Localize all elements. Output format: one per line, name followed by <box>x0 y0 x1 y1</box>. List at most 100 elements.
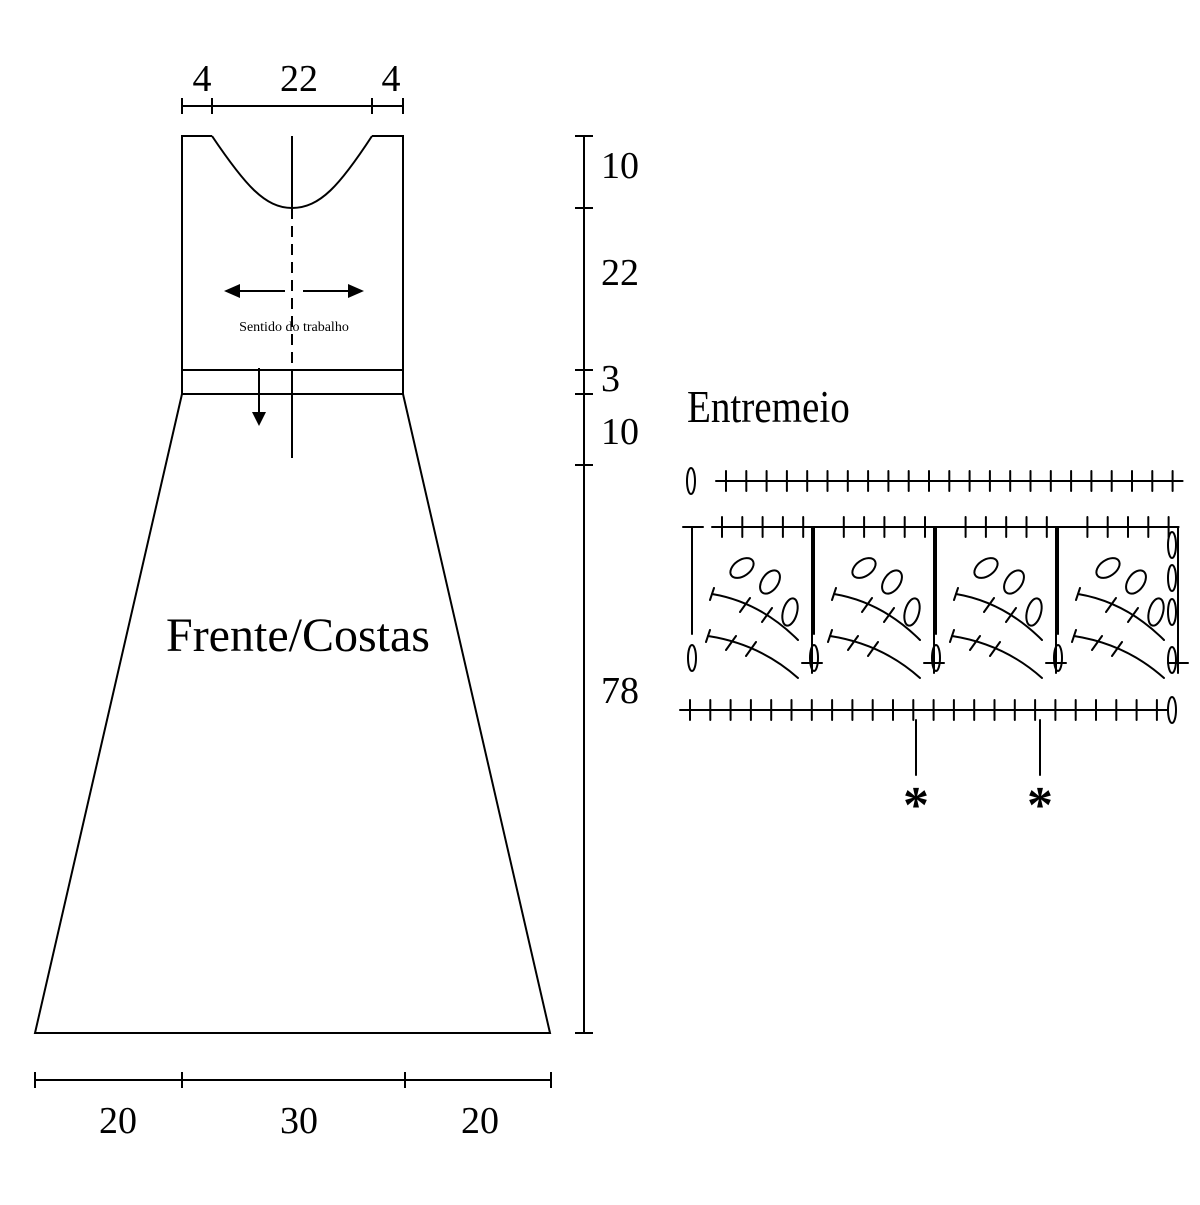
fan-arc-upper <box>955 593 1043 641</box>
single-crochet-symbol <box>1019 470 1042 492</box>
decrease-mark <box>969 635 1001 657</box>
stitch-chart-title: Entremeio <box>687 382 850 433</box>
single-crochet-symbol <box>1161 470 1184 492</box>
single-crochet-symbol <box>983 699 1006 721</box>
single-crochet-symbol <box>800 699 823 721</box>
decrease-mark <box>983 597 1017 623</box>
single-crochet-symbol <box>1145 699 1168 721</box>
single-crochet-symbol <box>836 470 859 492</box>
chart-symbols: ** <box>679 467 1189 834</box>
fan-arc-upper <box>1077 593 1165 641</box>
chain-stitch-symbol <box>1167 598 1177 626</box>
turning-chain-symbol <box>686 467 696 495</box>
single-crochet-symbol <box>897 470 920 492</box>
height-skirt: 78 <box>601 670 639 712</box>
single-crochet-symbol <box>731 516 754 538</box>
single-crochet-symbol <box>882 699 904 721</box>
single-crochet-symbol <box>1096 516 1119 538</box>
single-crochet-symbol <box>922 699 945 721</box>
stitch-tick <box>827 587 837 643</box>
height-waistband: 3 <box>601 358 620 400</box>
single-crochet-symbol <box>1085 699 1107 721</box>
single-crochet-symbol <box>755 470 778 492</box>
single-crochet-symbol <box>963 699 986 721</box>
single-crochet-symbol <box>954 516 977 538</box>
single-crochet-symbol <box>1035 516 1058 538</box>
chain-stitch-symbol <box>809 644 819 672</box>
single-crochet-symbol <box>1064 699 1087 721</box>
single-crochet-symbol <box>1076 516 1099 538</box>
bottom-width-dimension: 20 30 20 <box>34 1072 552 1142</box>
decrease-mark <box>1091 635 1123 657</box>
work-direction-arrows <box>224 284 364 298</box>
single-crochet-symbol <box>719 699 742 721</box>
single-crochet-symbol <box>1100 470 1123 492</box>
fan-arc-lower <box>829 635 921 679</box>
single-crochet-symbol <box>679 699 701 721</box>
chain-stitch-symbol <box>1167 646 1177 674</box>
chain-stitch-symbol <box>1167 564 1177 592</box>
chain-stitch-symbol <box>1003 569 1025 595</box>
height-neck: 10 <box>601 145 639 187</box>
chain-stitch-symbol <box>1167 696 1177 724</box>
single-crochet-symbol <box>816 470 839 492</box>
single-crochet-symbol <box>739 699 762 721</box>
chain-stitch-symbol <box>781 597 799 627</box>
single-crochet-symbol <box>914 516 936 538</box>
single-crochet-symbol <box>1117 516 1139 538</box>
height-dimension: 10 22 3 10 78 <box>575 135 639 1034</box>
top-width-center: 22 <box>280 58 318 100</box>
decrease-mark <box>861 597 895 623</box>
single-crochet-symbol <box>893 516 916 538</box>
chain-stitch-symbol <box>759 569 781 595</box>
single-crochet-symbol <box>821 699 844 721</box>
chain-stitch-symbol <box>1147 597 1165 627</box>
single-crochet-symbol <box>995 516 1018 538</box>
down-arrow-icon <box>252 368 266 426</box>
single-crochet-symbol <box>796 470 819 492</box>
single-crochet-symbol <box>760 699 783 721</box>
top-width-left: 4 <box>193 58 212 100</box>
chain-stitch-symbol <box>729 557 755 579</box>
stitch-tick <box>1071 587 1081 643</box>
single-crochet-symbol <box>1137 516 1160 538</box>
single-crochet-symbol <box>775 470 798 492</box>
single-crochet-symbol <box>771 516 794 538</box>
single-crochet-symbol <box>1039 470 1062 492</box>
bodice-outline <box>181 135 404 370</box>
left-arrow-icon <box>224 284 240 298</box>
single-crochet-symbol <box>902 699 925 721</box>
decrease-mark <box>847 635 879 657</box>
decrease-mark <box>1105 597 1139 623</box>
single-crochet-symbol <box>1141 470 1164 492</box>
single-crochet-symbol <box>735 470 758 492</box>
single-crochet-symbol <box>711 516 733 538</box>
single-crochet-symbol <box>918 470 940 492</box>
single-crochet-symbol <box>873 516 896 538</box>
single-crochet-symbol <box>1125 699 1148 721</box>
single-crochet-symbol <box>1080 470 1103 492</box>
chain-stitch-symbol <box>1167 531 1177 559</box>
single-crochet-symbol <box>999 470 1022 492</box>
single-crochet-symbol <box>1015 516 1038 538</box>
fan-arc-upper <box>711 593 799 641</box>
piece-label: Frente/Costas <box>166 609 430 662</box>
decrease-mark <box>725 635 757 657</box>
single-crochet-symbol <box>1167 652 1189 674</box>
single-crochet-symbol <box>780 699 803 721</box>
decrease-mark <box>739 597 773 623</box>
single-crochet-symbol <box>1003 699 1026 721</box>
fan-arc-lower <box>707 635 799 679</box>
bottom-width-center: 30 <box>280 1100 318 1142</box>
single-crochet-symbol <box>841 699 864 721</box>
chain-stitch-symbol <box>1125 569 1147 595</box>
single-crochet-symbol <box>1044 699 1067 721</box>
stitch-tick <box>705 587 715 643</box>
fan-arc-upper <box>833 593 921 641</box>
repeat-marker-asterisk: * <box>1027 777 1053 834</box>
stitch-tick <box>949 587 959 643</box>
single-crochet-symbol <box>1060 470 1083 492</box>
chain-stitch-symbol <box>1053 644 1063 672</box>
fan-arc-lower <box>951 635 1043 679</box>
